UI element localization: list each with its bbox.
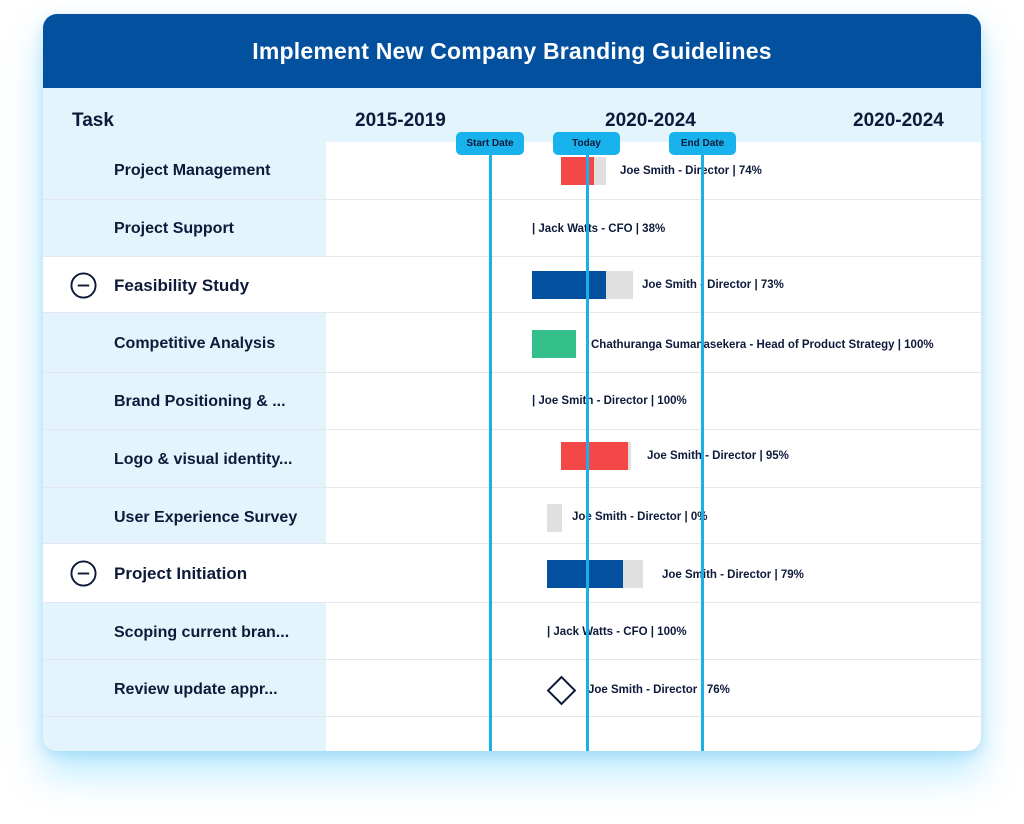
task-bar[interactable]: [532, 330, 576, 358]
task-meta: | Joe Smith - Director | 100%: [532, 395, 687, 407]
task-meta: Joe Smith - Director | 79%: [662, 569, 804, 581]
task-meta: Joe Smith - Director | 74%: [620, 165, 762, 177]
task-bar[interactable]: [561, 442, 631, 470]
task-row[interactable]: Project Support | Jack Watts - CFO | 38%: [43, 200, 981, 257]
task-label: Review update appr...: [114, 681, 278, 698]
group-row[interactable]: Project Initiation Joe Smith - Director …: [43, 544, 981, 603]
group-label: Project Initiation: [114, 564, 248, 583]
milestone-diamond-icon[interactable]: [546, 675, 577, 706]
group-label: Feasibility Study: [114, 276, 250, 295]
task-label: Logo & visual identity...: [114, 451, 293, 468]
task-label: User Experience Survey: [114, 509, 298, 526]
task-row[interactable]: Logo & visual identity... Joe Smith - Di…: [43, 430, 981, 488]
today-marker[interactable]: Today: [553, 132, 620, 155]
task-meta: Chathuranga Sumanasekera - Head of Produ…: [591, 339, 934, 351]
task-bar[interactable]: [547, 504, 562, 532]
bar-progress: [532, 271, 606, 299]
collapse-icon[interactable]: [70, 560, 97, 587]
task-row[interactable]: Scoping current bran... | Jack Watts - C…: [43, 603, 981, 660]
task-row[interactable]: User Experience Survey Joe Smith - Direc…: [43, 488, 981, 544]
task-column-header: Task: [72, 110, 114, 131]
bar-progress: [561, 442, 628, 470]
task-label: Project Support: [114, 220, 235, 237]
task-row[interactable]: Project Management Joe Smith - Director …: [43, 142, 981, 200]
task-meta: Joe Smith - Director | 0%: [572, 511, 708, 523]
task-row[interactable]: Review update appr... Joe Smith - Direct…: [43, 660, 981, 717]
task-meta: Joe Smith - Director | 73%: [642, 279, 784, 291]
group-row[interactable]: Feasibility Study Joe Smith - Director |…: [43, 257, 981, 313]
group-bar[interactable]: [547, 560, 643, 588]
period-header-2: 2020-2024: [605, 110, 696, 131]
bar-progress: [547, 560, 623, 588]
task-meta: Joe Smith - Director | 76%: [588, 684, 730, 696]
period-header-3: 2020-2024: [853, 110, 944, 131]
gantt-card: Implement New Company Branding Guideline…: [43, 14, 981, 751]
task-meta: Joe Smith - Director | 95%: [647, 450, 789, 462]
start-date-marker[interactable]: Start Date: [456, 132, 524, 155]
task-label: Brand Positioning & ...: [114, 393, 286, 410]
today-line: [586, 154, 589, 751]
end-date-line: [701, 154, 704, 751]
task-label: Project Management: [114, 162, 271, 179]
task-row[interactable]: Brand Positioning & ... | Joe Smith - Di…: [43, 373, 981, 430]
task-column-background: [43, 142, 326, 751]
task-bar[interactable]: [561, 157, 606, 185]
start-date-line: [489, 154, 492, 751]
group-bar[interactable]: [532, 271, 633, 299]
bar-progress: [561, 157, 595, 185]
period-header-1: 2015-2019: [355, 110, 446, 131]
task-meta: | Jack Watts - CFO | 100%: [547, 626, 687, 638]
task-meta: | Jack Watts - CFO | 38%: [532, 223, 666, 235]
task-label: Scoping current bran...: [114, 624, 290, 641]
task-row[interactable]: Competitive Analysis Chathuranga Sumanas…: [43, 313, 981, 373]
chart-title: Implement New Company Branding Guideline…: [43, 14, 981, 88]
task-label: Competitive Analysis: [114, 335, 276, 352]
collapse-icon[interactable]: [70, 272, 97, 299]
end-date-marker[interactable]: End Date: [669, 132, 736, 155]
bar-progress: [532, 330, 576, 358]
bar-track: [547, 504, 562, 532]
